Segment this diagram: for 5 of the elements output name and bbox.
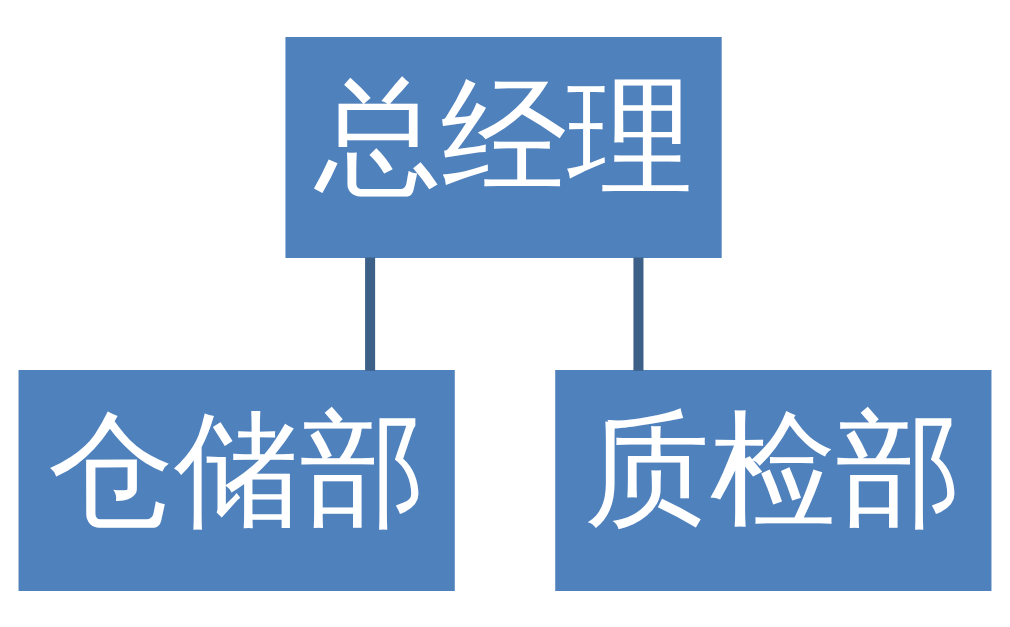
connector <box>633 256 644 371</box>
node-box: 总经理 <box>285 36 722 258</box>
connector <box>365 256 376 371</box>
node-box: 质检部 <box>555 369 992 591</box>
node-box: 仓储部 <box>18 369 455 591</box>
